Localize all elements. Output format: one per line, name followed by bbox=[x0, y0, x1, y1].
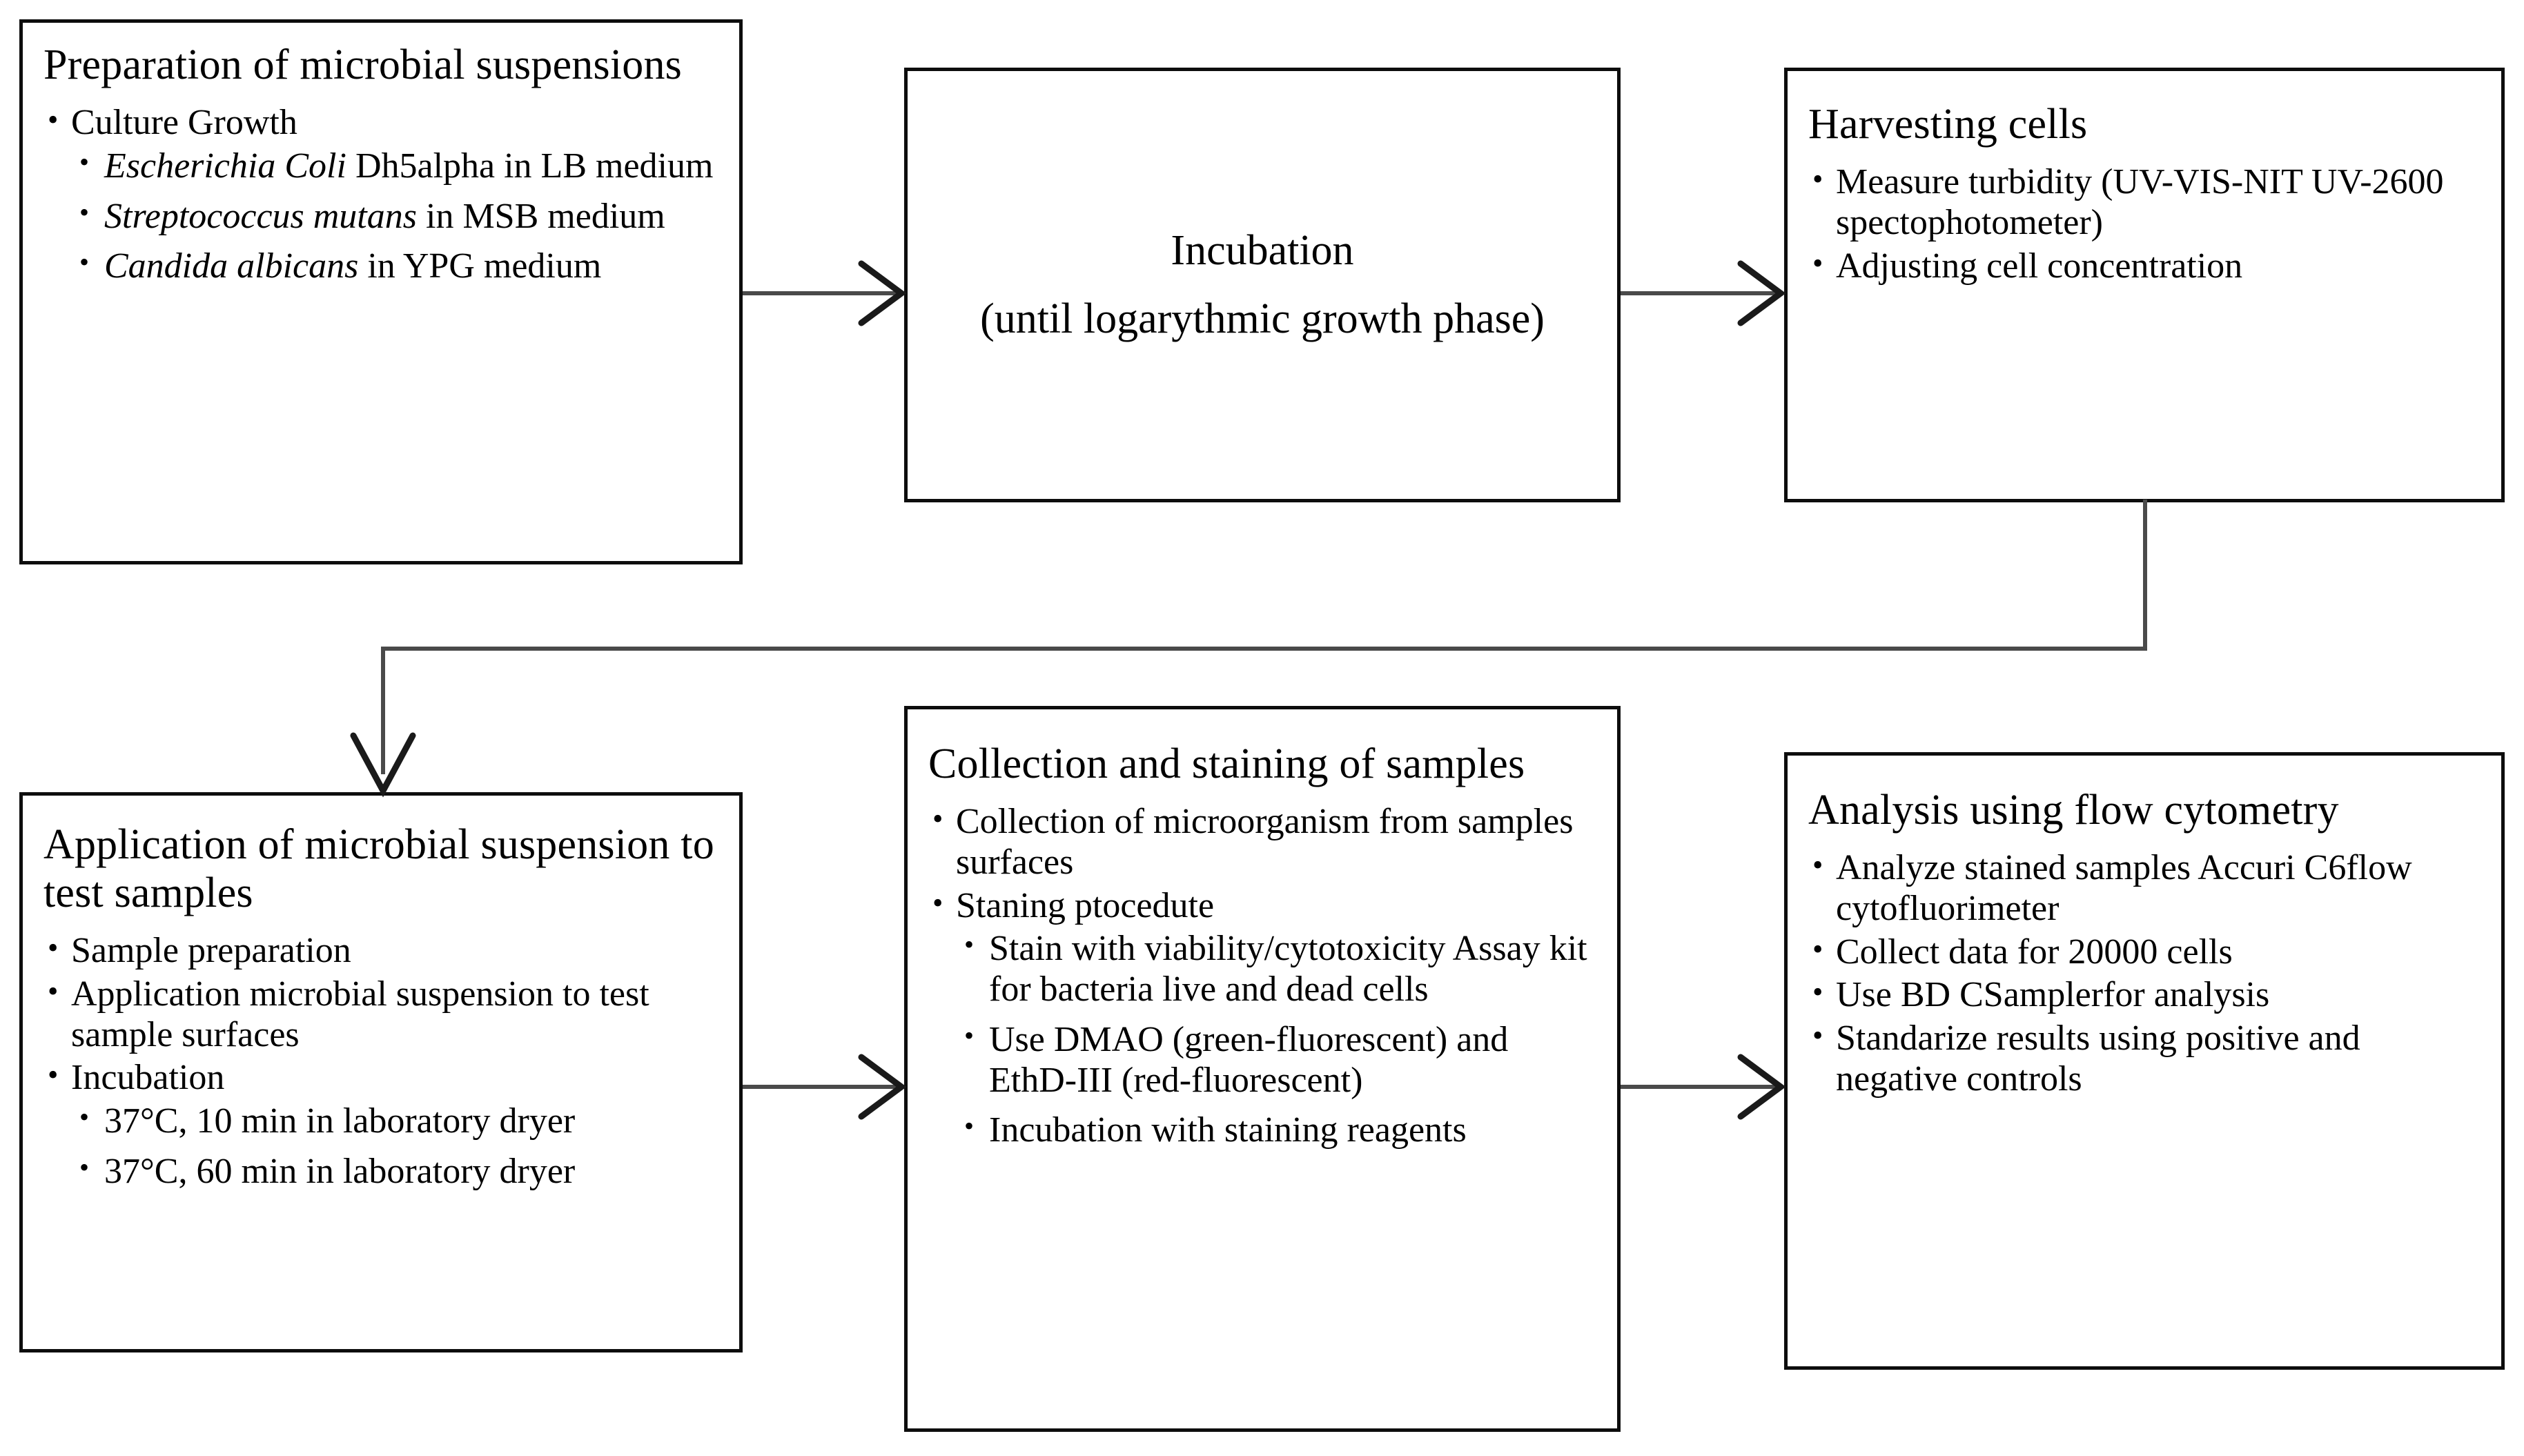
list-item: Streptococcus mutans in MSB medium bbox=[71, 196, 718, 237]
edge-collection-to-analysis bbox=[1621, 1049, 1788, 1125]
list-item-label: Standarize results using positive and ne… bbox=[1836, 1019, 2360, 1099]
node-title: Collection and staining of samples bbox=[928, 740, 1525, 787]
list-item: Escherichia Coli Dh5alpha in LB medium bbox=[71, 146, 718, 187]
list-item-label: 37°C, 60 min in laboratory dryer bbox=[104, 1151, 576, 1191]
node-collection-and-staining-of-samples[interactable]: Collection and staining of samples Colle… bbox=[904, 706, 1621, 1432]
list-item: 37°C, 60 min in laboratory dryer bbox=[71, 1151, 718, 1192]
node-body: Incubation (until logarythmic growth pha… bbox=[908, 226, 1617, 344]
list-item: Stain with viability/cytotoxicity Assay … bbox=[956, 928, 1596, 1010]
list-item: Collection of microorganism from samples… bbox=[928, 801, 1596, 883]
list-item: Incubation with staining reagents bbox=[956, 1110, 1596, 1151]
sub-bullet-list: Stain with viability/cytotoxicity Assay … bbox=[956, 928, 1596, 1151]
list-item-label: Collection of microorganism from samples… bbox=[956, 802, 1574, 882]
list-item-label: Stain with viability/cytotoxicity Assay … bbox=[989, 929, 1587, 1010]
list-item: Collect data for 20000 cells bbox=[1808, 932, 2481, 973]
node-body: Application of microbial suspension to t… bbox=[23, 796, 739, 1209]
list-item: Application microbial suspension to test… bbox=[43, 974, 718, 1056]
list-item-label: Incubation with staining reagents bbox=[989, 1110, 1467, 1150]
list-item: Incubation 37°C, 10 min in laboratory dr… bbox=[43, 1057, 718, 1192]
list-item: Analyze stained samples Accuri C6flow cy… bbox=[1808, 847, 2481, 929]
node-subtitle: (until logarythmic growth phase) bbox=[980, 295, 1545, 342]
list-item: Candida albicans in YPG medium bbox=[71, 246, 718, 287]
node-analysis-using-flow-cytometry[interactable]: Analysis using flow cytometry Analyze st… bbox=[1784, 752, 2505, 1370]
list-item-label: Adjusting cell concentration bbox=[1836, 246, 2243, 286]
list-item-label: in MSB medium bbox=[417, 196, 665, 236]
list-item: Use DMAO (green-fluorescent) and EthD-II… bbox=[956, 1019, 1596, 1101]
list-item-label: Incubation bbox=[71, 1058, 225, 1098]
list-item-label: Sample preparation bbox=[71, 931, 351, 971]
node-body: Preparation of microbial suspensions Cul… bbox=[23, 23, 739, 304]
node-title: Incubation bbox=[1171, 227, 1354, 275]
species-name: Candida albicans bbox=[104, 246, 359, 286]
list-item: Adjusting cell concentration bbox=[1808, 246, 2481, 287]
list-item: Sample preparation bbox=[43, 930, 718, 972]
bullet-list: Measure turbidity (UV-VIS-NIT UV-2600 sp… bbox=[1808, 161, 2481, 287]
bullet-list: Collection of microorganism from samples… bbox=[928, 801, 1596, 1152]
node-harvesting-cells[interactable]: Harvesting cells Measure turbidity (UV-V… bbox=[1784, 68, 2505, 502]
node-title: Preparation of microbial suspensions bbox=[43, 41, 682, 88]
bullet-list: Analyze stained samples Accuri C6flow cy… bbox=[1808, 847, 2481, 1100]
list-item-label: Application microbial suspension to test… bbox=[71, 974, 649, 1054]
species-name: Streptococcus mutans bbox=[104, 196, 417, 236]
sub-bullet-list: 37°C, 10 min in laboratory dryer 37°C, 6… bbox=[71, 1101, 718, 1192]
species-name: Escherichia Coli bbox=[104, 146, 346, 186]
bullet-list: Culture Growth Escherichia Coli Dh5alpha… bbox=[43, 102, 718, 287]
list-item-label: Staning ptocedute bbox=[956, 885, 1215, 925]
node-body: Harvesting cells Measure turbidity (UV-V… bbox=[1788, 71, 2501, 296]
list-item-label: Collect data for 20000 cells bbox=[1836, 932, 2233, 972]
list-item: Use BD CSamplerfor analysis bbox=[1808, 974, 2481, 1016]
list-item-label: Culture Growth bbox=[71, 103, 297, 143]
node-title: Harvesting cells bbox=[1808, 101, 2088, 148]
edge-application-to-collection bbox=[743, 1049, 908, 1125]
list-item: Measure turbidity (UV-VIS-NIT UV-2600 sp… bbox=[1808, 161, 2481, 244]
list-item-label: Measure turbidity (UV-VIS-NIT UV-2600 sp… bbox=[1836, 162, 2444, 242]
list-item: 37°C, 10 min in laboratory dryer bbox=[71, 1101, 718, 1142]
bullet-list: Sample preparation Application microbial… bbox=[43, 930, 718, 1192]
list-item-label: Use DMAO (green-fluorescent) and EthD-II… bbox=[989, 1019, 1509, 1100]
node-preparation-of-microbial-suspensions[interactable]: Preparation of microbial suspensions Cul… bbox=[19, 19, 743, 564]
list-item: Staning ptocedute Stain with viability/c… bbox=[928, 885, 1596, 1152]
edge-incubation-to-harvesting bbox=[1621, 255, 1788, 331]
list-item-label: Use BD CSamplerfor analysis bbox=[1836, 975, 2270, 1015]
list-item-label: Analyze stained samples Accuri C6flow cy… bbox=[1836, 848, 2412, 928]
list-item-label: Dh5alpha in LB medium bbox=[346, 146, 714, 186]
node-body: Collection and staining of samples Colle… bbox=[908, 709, 1617, 1168]
list-item: Culture Growth Escherichia Coli Dh5alpha… bbox=[43, 102, 718, 287]
list-item-label: in YPG medium bbox=[358, 246, 602, 286]
sub-bullet-list: Escherichia Coli Dh5alpha in LB medium S… bbox=[71, 146, 718, 287]
node-title: Application of microbial suspension to t… bbox=[43, 821, 714, 917]
node-application-of-microbial-suspension[interactable]: Application of microbial suspension to t… bbox=[19, 792, 743, 1352]
node-title: Analysis using flow cytometry bbox=[1808, 787, 2339, 834]
node-incubation[interactable]: Incubation (until logarythmic growth pha… bbox=[904, 68, 1621, 502]
list-item-label: 37°C, 10 min in laboratory dryer bbox=[104, 1101, 576, 1141]
edge-preparation-to-incubation bbox=[743, 255, 908, 331]
list-item: Standarize results using positive and ne… bbox=[1808, 1018, 2481, 1100]
node-body: Analysis using flow cytometry Analyze st… bbox=[1788, 756, 2501, 1110]
